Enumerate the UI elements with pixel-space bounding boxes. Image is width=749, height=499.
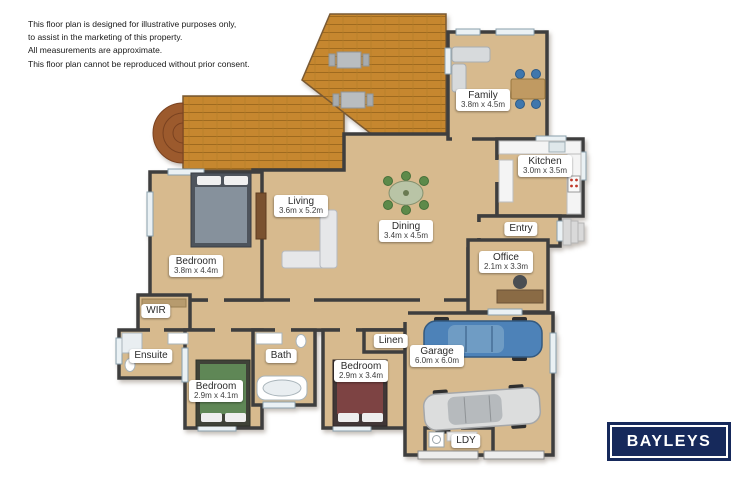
room-dims: 3.4m x 4.5m — [383, 231, 429, 240]
room-label-linen: Linen — [373, 334, 409, 348]
disclaimer-line: to assist in the marketing of this prope… — [28, 32, 183, 43]
room-dims: 2.9m x 3.4m — [338, 371, 384, 380]
room-name: Ensuite — [134, 350, 168, 361]
office-chair — [513, 275, 527, 289]
room-name: Office — [493, 252, 519, 263]
room-name: WIR — [146, 305, 166, 316]
deck-left — [152, 95, 345, 171]
room-name: Family — [468, 90, 498, 101]
family-sofa — [451, 46, 491, 93]
room-dims: 3.8m x 4.4m — [173, 266, 219, 275]
office-desk — [496, 289, 544, 304]
room-dims: 2.9m x 4.1m — [193, 391, 239, 400]
room-label-bedroom-1: Bedroom 3.8m x 4.4m — [168, 255, 224, 277]
room-label-ensuite: Ensuite — [129, 349, 173, 363]
disclaimer-line: This floor plan cannot be reproduced wit… — [28, 58, 250, 69]
room-name: Bedroom — [175, 256, 217, 267]
bath-fixtures — [255, 332, 308, 401]
outdoor-furniture — [328, 51, 374, 109]
entry-steps — [562, 218, 585, 246]
room-label-bedroom-2: Bedroom 2.9m x 4.1m — [188, 380, 244, 402]
disclaimer-line: This floor plan is designed for illustra… — [28, 19, 237, 29]
dining-table-centre — [403, 190, 409, 196]
washer — [428, 431, 445, 448]
bayleys-wordmark: BAYLEYS — [626, 432, 712, 450]
room-label-living: Living 3.6m x 5.2m — [273, 195, 329, 217]
room-dims: 3.0m x 3.5m — [522, 166, 568, 175]
entry-door — [556, 220, 564, 242]
room-name: Dining — [391, 221, 421, 232]
room-label-bath: Bath — [265, 349, 297, 363]
room-label-kitchen: Kitchen 3.0m x 3.5m — [517, 155, 573, 177]
bed-1 — [190, 172, 252, 248]
room-label-wir: WIR — [141, 304, 171, 318]
car-silver — [422, 384, 542, 435]
room-label-ldy: LDY — [451, 434, 481, 448]
room-name: LDY — [456, 435, 476, 446]
room-name: Living — [287, 196, 315, 207]
disclaimer-text: This floor plan is designed for illustra… — [28, 18, 250, 71]
tv-unit — [255, 192, 267, 240]
room-label-dining: Dining 3.4m x 4.5m — [378, 220, 434, 242]
living-sofa — [281, 209, 338, 269]
room-name: Kitchen — [528, 156, 562, 167]
room-name: Bedroom — [195, 381, 237, 392]
spiral-stairs — [152, 102, 184, 164]
room-label-garage: Garage 6.0m x 6.0m — [409, 345, 465, 367]
bayleys-logo: BAYLEYS — [607, 422, 731, 461]
kitchen-sink — [548, 141, 566, 153]
room-label-bedroom-3: Bedroom 2.9m x 3.4m — [333, 360, 389, 382]
room-label-entry: Entry — [504, 222, 538, 236]
windows — [115, 28, 587, 432]
room-name: Linen — [378, 335, 404, 346]
room-name: Entry — [509, 223, 533, 234]
dining-chairs — [383, 171, 429, 215]
bayleys-logo-frame: BAYLEYS — [610, 425, 728, 458]
floorplan — [115, 13, 587, 460]
room-label-office: Office 2.1m x 3.3m — [478, 251, 534, 273]
garage-doors — [417, 450, 545, 460]
room-dims: 6.0m x 6.0m — [414, 356, 460, 365]
room-label-family: Family 3.8m x 4.5m — [455, 89, 511, 111]
room-name: Garage — [420, 346, 454, 357]
family-dining-set — [510, 69, 546, 109]
stove — [567, 175, 581, 193]
stove-burners — [570, 178, 578, 188]
room-name: Bedroom — [340, 361, 382, 372]
room-name: Bath — [270, 350, 292, 361]
room-dims: 2.1m x 3.3m — [483, 262, 529, 271]
disclaimer-line: All measurements are approximate. — [28, 45, 163, 56]
room-dims: 3.8m x 4.5m — [460, 100, 506, 109]
room-dims: 3.6m x 5.2m — [278, 206, 324, 215]
